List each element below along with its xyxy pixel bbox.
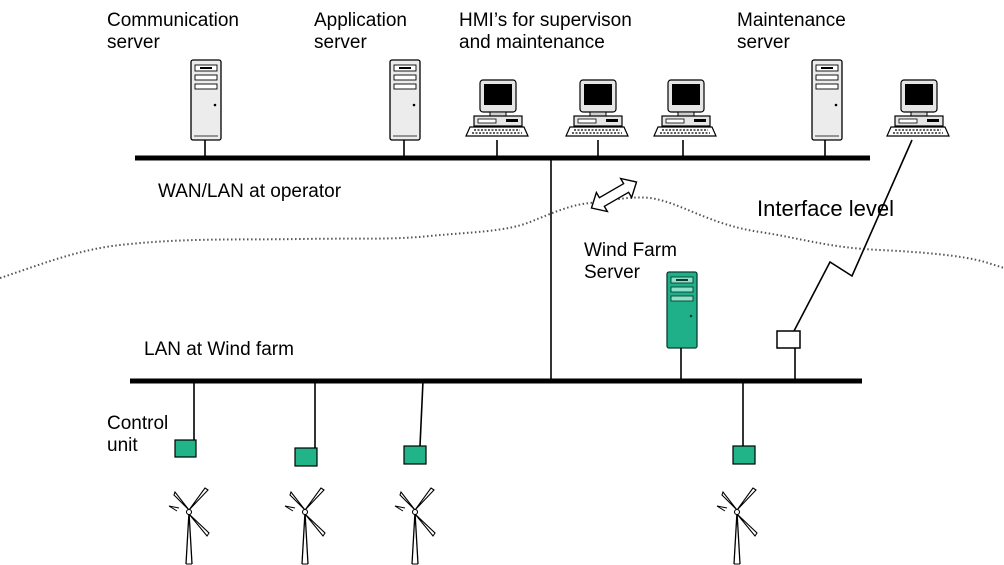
communication-server-icon bbox=[190, 59, 222, 141]
wind-turbine-icon-2 bbox=[284, 487, 326, 565]
maintenance-server-icon bbox=[811, 59, 843, 141]
control-unit-icon-3 bbox=[403, 445, 427, 465]
wind-turbine-icon-1 bbox=[168, 487, 210, 565]
wind-farm-lan-label: LAN at Wind farm bbox=[144, 339, 294, 360]
application-server-icon bbox=[389, 59, 421, 141]
double-arrow-icon bbox=[590, 177, 638, 213]
wind-turbine-icon-3 bbox=[394, 487, 436, 565]
modem-icon bbox=[776, 330, 801, 349]
hmi-label: HMI’s for supervison and maintenance bbox=[459, 10, 632, 53]
wind-turbine-icon-4 bbox=[716, 487, 758, 565]
application-server-label: Application server bbox=[314, 10, 407, 53]
wind-farm-server-label: Wind Farm Server bbox=[584, 240, 677, 283]
communication-server-label: Communication server bbox=[107, 10, 239, 53]
wan-lan-label: WAN/LAN at operator bbox=[158, 181, 342, 202]
control-unit-icon-4 bbox=[732, 445, 756, 465]
hmi-workstation-icon-1 bbox=[465, 79, 529, 137]
hmi-workstation-icon-3 bbox=[653, 79, 717, 137]
interface-boundary bbox=[0, 196, 1004, 279]
remote-workstation-icon bbox=[886, 79, 950, 137]
control-unit-icon-2 bbox=[294, 447, 318, 467]
control-unit-icon-1 bbox=[174, 439, 197, 458]
interface-level-label: Interface level bbox=[757, 196, 894, 221]
interface-link bbox=[793, 139, 913, 332]
hmi-workstation-icon-2 bbox=[565, 79, 629, 137]
maintenance-server-label: Maintenance server bbox=[737, 10, 846, 53]
control-unit-label: Control unit bbox=[107, 413, 169, 456]
